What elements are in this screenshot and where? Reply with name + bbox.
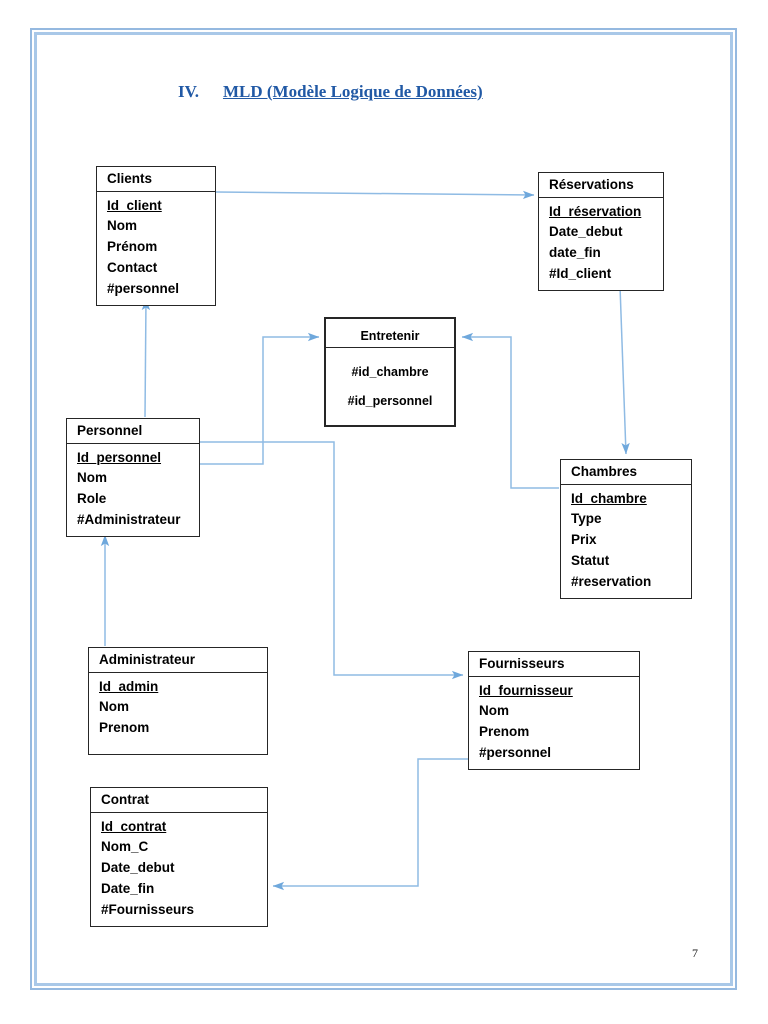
entity-chambres[interactable]: Chambres Id_chambre Type Prix Statut #re… xyxy=(560,459,692,600)
attribute-reservation-fk: #reservation xyxy=(571,574,652,590)
entity-title: Contrat xyxy=(91,788,267,813)
entity-personnel[interactable]: Personnel Id_personnel Nom Role #Adminis… xyxy=(66,418,200,538)
attribute-nom: Nom xyxy=(107,218,137,234)
entity-reservations[interactable]: Réservations Id_réservation Date_debut d… xyxy=(538,172,664,292)
page-title: IV. MLD (Modèle Logique de Données) xyxy=(178,82,483,102)
entity-attribute-list: Id_fournisseur Nom Prenom #personnel xyxy=(469,677,639,770)
entity-attribute-list: #id_chambre #id_personnel xyxy=(326,348,454,416)
entity-contrat[interactable]: Contrat Id_contrat Nom_C Date_debut Date… xyxy=(90,787,268,928)
entity-title: Entretenir xyxy=(326,319,454,349)
attribute-nom: Nom xyxy=(77,470,107,486)
entity-title: Chambres xyxy=(561,460,691,485)
attribute-statut: Statut xyxy=(571,553,610,569)
attribute-id-personnel-fk: #id_personnel xyxy=(347,394,433,409)
attribute-personnel-fk: #personnel xyxy=(107,281,180,297)
attribute-id-reservation: Id_réservation xyxy=(549,203,642,219)
attribute-id-personnel: Id_personnel xyxy=(77,449,162,465)
attribute-id-chambre: Id_chambre xyxy=(571,490,647,506)
heading-number: IV. xyxy=(178,82,199,101)
attribute-fournisseurs-fk: #Fournisseurs xyxy=(101,902,195,918)
entity-clients[interactable]: Clients Id_client Nom Prénom Contact #pe… xyxy=(96,166,216,307)
entity-attribute-list: Id_réservation Date_debut date_fin #Id_c… xyxy=(539,198,663,291)
entity-attribute-list: Id_contrat Nom_C Date_debut Date_fin #Fo… xyxy=(91,813,267,927)
attribute-id-fournisseur: Id_fournisseur xyxy=(479,682,573,698)
heading-text: MLD (Modèle Logique de Données) xyxy=(222,82,483,101)
entity-title: Personnel xyxy=(67,419,199,444)
attribute-contact: Contact xyxy=(107,260,158,276)
entity-attribute-list: Id_admin Nom Prenom xyxy=(89,673,267,745)
attribute-id-client-fk: #Id_client xyxy=(549,266,612,282)
attribute-prenom: Prenom xyxy=(479,724,530,740)
attribute-date-debut: Date_debut xyxy=(549,224,623,240)
attribute-id-admin: Id_admin xyxy=(99,678,159,694)
attribute-role: Role xyxy=(77,491,107,507)
entity-attribute-list: Id_personnel Nom Role #Administrateur xyxy=(67,444,199,537)
entity-attribute-list: Id_client Nom Prénom Contact #personnel xyxy=(97,192,215,306)
attribute-personnel-fk: #personnel xyxy=(479,745,552,761)
attribute-nom: Nom xyxy=(99,699,129,715)
attribute-id-client: Id_client xyxy=(107,197,162,213)
attribute-prix: Prix xyxy=(571,532,597,548)
entity-attribute-list: Id_chambre Type Prix Statut #reservation xyxy=(561,485,691,599)
attribute-id-chambre-fk: #id_chambre xyxy=(351,365,429,380)
attribute-prenom: Prenom xyxy=(99,720,150,736)
entity-title: Fournisseurs xyxy=(469,652,639,677)
attribute-administrateur-fk: #Administrateur xyxy=(77,512,181,528)
entity-title: Réservations xyxy=(539,173,663,198)
entity-fournisseurs[interactable]: Fournisseurs Id_fournisseur Nom Prenom #… xyxy=(468,651,640,771)
page-border-inner xyxy=(34,32,733,986)
entity-administrateur[interactable]: Administrateur Id_admin Nom Prenom xyxy=(88,647,268,755)
page-number: 7 xyxy=(692,946,698,960)
attribute-nom-c: Nom_C xyxy=(101,839,149,855)
attribute-date-fin: date_fin xyxy=(549,245,601,261)
attribute-nom: Nom xyxy=(479,703,509,719)
attribute-date-fin: Date_fin xyxy=(101,881,155,897)
attribute-prenom: Prénom xyxy=(107,239,158,255)
entity-entretenir[interactable]: Entretenir #id_chambre #id_personnel xyxy=(324,317,456,427)
attribute-type: Type xyxy=(571,511,602,527)
entity-title: Clients xyxy=(97,167,215,192)
attribute-date-debut: Date_debut xyxy=(101,860,175,876)
entity-title: Administrateur xyxy=(89,648,267,673)
attribute-id-contrat: Id_contrat xyxy=(101,818,167,834)
